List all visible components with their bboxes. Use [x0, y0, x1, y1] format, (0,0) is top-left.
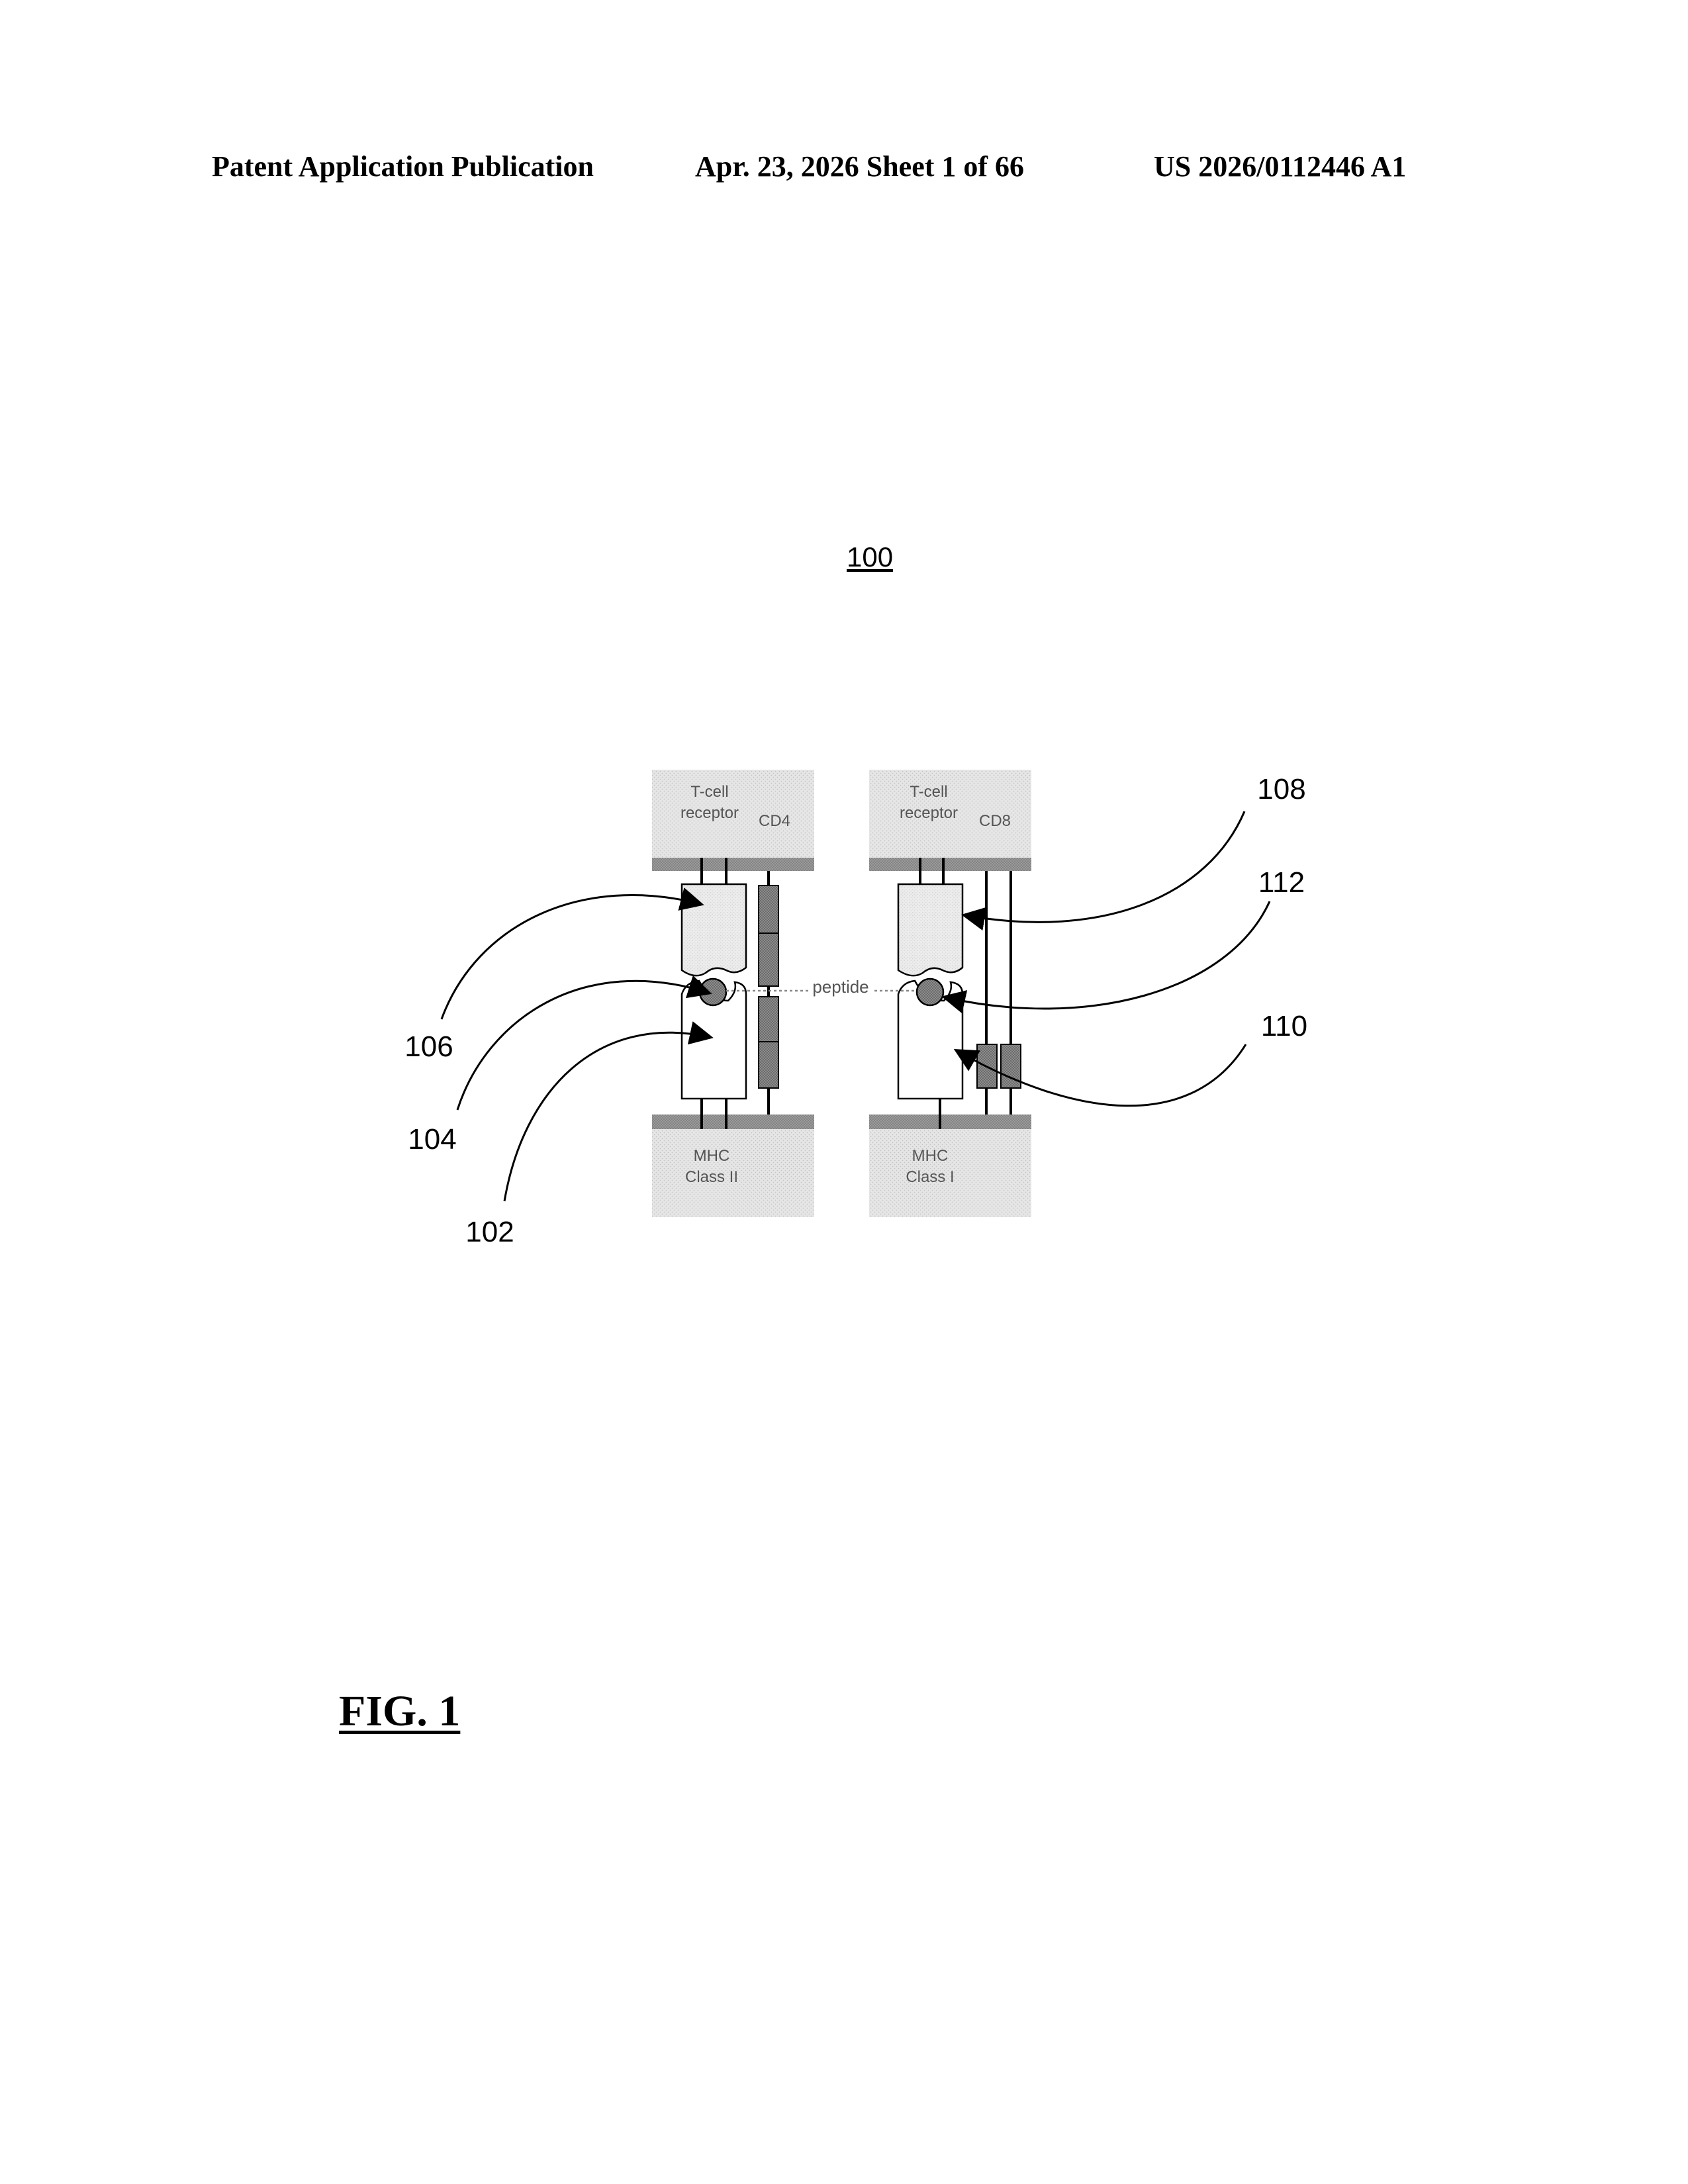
callout-110: 110 — [1261, 1010, 1307, 1042]
leader-106 — [442, 895, 700, 1019]
right-tcell-membrane — [869, 858, 1031, 871]
cd8-label: CD8 — [979, 812, 1011, 830]
left-apc-membrane — [652, 1115, 814, 1129]
right-apc-membrane — [869, 1115, 1031, 1129]
left-mhc-label-line2: Class II — [685, 1168, 738, 1186]
right-tcr-body — [898, 884, 962, 976]
leader-104 — [457, 981, 708, 1110]
left-tcr-label-line1: T-cell — [690, 783, 728, 801]
right-mhc-label-line2: Class I — [906, 1168, 954, 1186]
left-tcr-body — [682, 884, 746, 976]
left-tcr-label-line2: receptor — [680, 804, 739, 822]
left-panel-cd4-class-ii: T-cell receptor CD4 MHC Class II — [652, 770, 814, 1217]
right-tcr-label-line2: receptor — [900, 804, 958, 822]
right-panel-cd8-class-i: T-cell receptor CD8 MHC Class I — [869, 770, 1031, 1217]
right-peptide — [917, 979, 943, 1005]
right-tcr-label-line1: T-cell — [910, 783, 947, 801]
cd4-domain-2 — [759, 933, 778, 986]
callout-108: 108 — [1257, 773, 1305, 805]
callout-106: 106 — [404, 1030, 453, 1063]
callout-102: 102 — [465, 1216, 514, 1248]
right-mhc-label-line1: MHC — [912, 1147, 949, 1165]
callout-112: 112 — [1258, 866, 1305, 899]
peptide-label: peptide — [812, 977, 868, 997]
cd4-label: CD4 — [759, 812, 790, 830]
cd4-domain-1 — [759, 886, 778, 933]
cd4-domain-4 — [759, 1042, 778, 1088]
leader-112 — [945, 901, 1270, 1009]
left-tcell-membrane — [652, 858, 814, 871]
callout-leaders — [442, 811, 1270, 1201]
cd4-domain-3 — [759, 997, 778, 1042]
left-mhc-label-line1: MHC — [694, 1147, 730, 1165]
callout-104: 104 — [408, 1123, 456, 1156]
figure-caption: FIG. 1 — [339, 1686, 460, 1737]
